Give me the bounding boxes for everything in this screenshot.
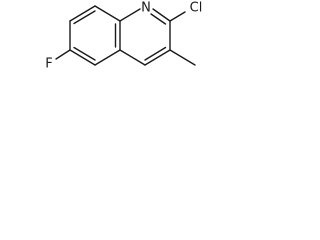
bond-c3-c4-double bbox=[144, 46, 167, 61]
bond-c3-c4 bbox=[144, 49, 171, 66]
bond-c8a-c8 bbox=[94, 5, 121, 22]
bond-c5-c4a bbox=[94, 49, 121, 66]
chlorine-atom-label: Cl bbox=[190, 1, 203, 16]
fluorine-atom-label: F bbox=[45, 57, 52, 72]
bond-c4-c4a bbox=[119, 49, 146, 66]
bond-c8-c7-double bbox=[73, 10, 96, 25]
bond-c2-cl bbox=[169, 11, 186, 22]
structure-canvas: N Cl F bbox=[0, 0, 226, 98]
bond-n1-c2 bbox=[152, 8, 171, 22]
bond-c8-c7 bbox=[69, 5, 96, 22]
bond-n1-c2-double bbox=[150, 13, 167, 25]
bond-c8a-n1 bbox=[119, 8, 141, 22]
nitrogen-atom-label: N bbox=[141, 1, 151, 16]
bond-c3-methyl bbox=[169, 49, 196, 66]
bond-c6-f bbox=[55, 49, 71, 60]
bond-c6-c5 bbox=[69, 49, 96, 66]
quinoline-structure-drawing: N Cl F bbox=[45, 1, 203, 72]
bond-c6-c5-double bbox=[73, 46, 96, 61]
